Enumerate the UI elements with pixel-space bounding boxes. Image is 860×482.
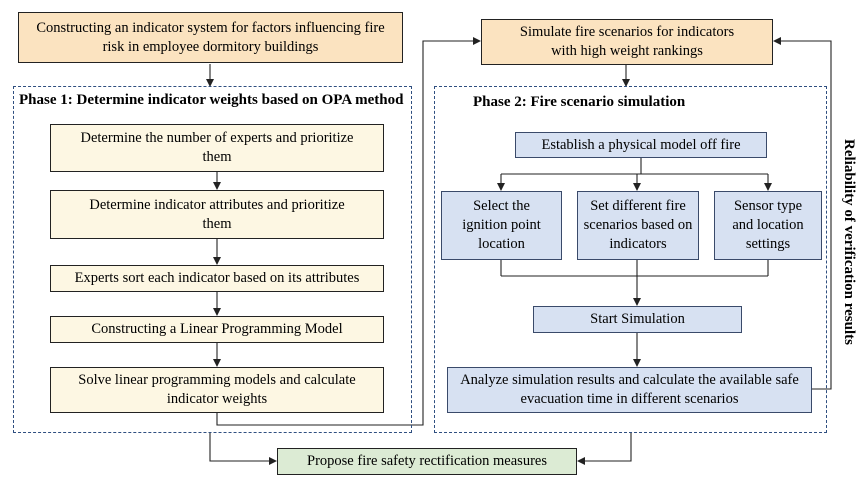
phase1-step-2: Determine indicator attributes and prior… [50, 190, 384, 239]
phase1-step-5: Solve linear programming models and calc… [50, 367, 384, 413]
phase1-step-4: Constructing a Linear Programming Model [50, 316, 384, 343]
arrow-feedback-loop [773, 37, 832, 390]
arrow-p1-to-simulate [216, 37, 481, 426]
phase1-container [13, 86, 412, 433]
indicator-system-box: Constructing an indicator system for fac… [18, 12, 403, 63]
analyze-results-box: Analyze simulation results and calculate… [447, 367, 812, 413]
arrow-phase2-to-final [577, 433, 632, 465]
phase1-step-1: Determine the number of experts and prio… [50, 124, 384, 172]
final-measures-box: Propose fire safety rectification measur… [277, 448, 577, 475]
branch-sensor-settings: Sensor type and location settings [714, 191, 822, 260]
establish-model-box: Establish a physical model off fire [515, 132, 767, 158]
branch-ignition-point: Select the ignition point location [441, 191, 562, 260]
phase1-step-3: Experts sort each indicator based on its… [50, 265, 384, 292]
phase2-container [434, 86, 827, 433]
phase1-title: Phase 1: Determine indicator weights bas… [19, 92, 404, 108]
simulate-scenarios-box: Simulate fire scenarios for indicators w… [481, 19, 773, 65]
reliability-side-label: Reliability of verification results [841, 139, 857, 345]
start-simulation-box: Start Simulation [533, 306, 742, 333]
arrow-phase1-to-final [209, 433, 277, 465]
branch-fire-scenarios: Set different fire scenarios based on in… [577, 191, 699, 260]
phase2-title: Phase 2: Fire scenario simulation [473, 94, 686, 110]
